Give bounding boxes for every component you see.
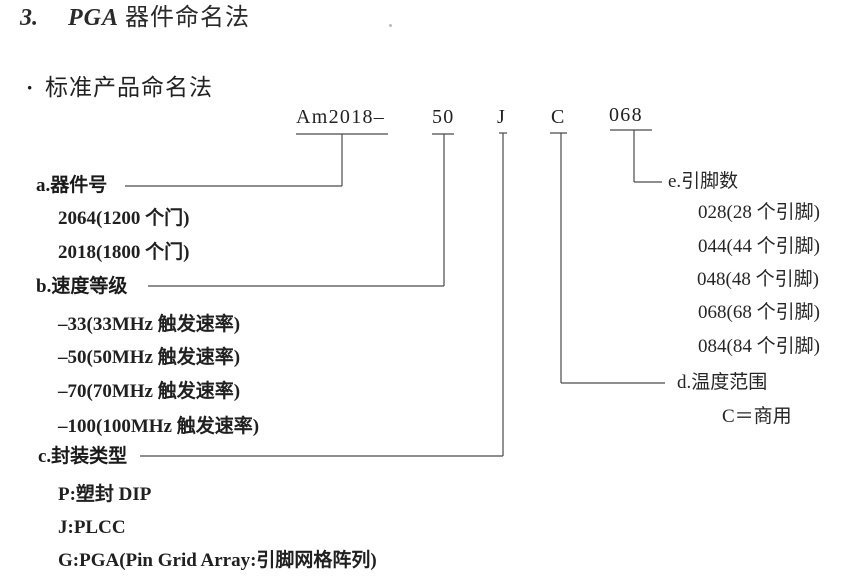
list-item: –100(100MHz 触发速率) <box>58 416 260 437</box>
list-item: G:PGA(Pin Grid Array:引脚网格阵列) <box>58 550 377 571</box>
bullet-icon: · <box>26 75 34 100</box>
segment-temperature: C <box>551 106 566 128</box>
list-item: 048(48 个引脚) <box>697 269 819 290</box>
scan-speck <box>389 24 392 27</box>
list-item: 044(44 个引脚) <box>698 236 820 257</box>
field-label-speed: b.速度等级 <box>36 276 128 297</box>
field-label-device: a.器件号 <box>36 175 108 196</box>
section-title-latin: PGA <box>68 5 119 31</box>
segment-speed: 50 <box>432 106 455 128</box>
segment-pins: 068 <box>609 104 643 126</box>
section-title-text: 器件命名法 <box>125 5 250 31</box>
list-item: J:PLCC <box>58 517 126 538</box>
list-item: –33(33MHz 触发速率) <box>58 314 241 335</box>
field-label-package: c.封装类型 <box>38 446 128 467</box>
list-item: 068(68 个引脚) <box>698 302 820 323</box>
segment-device: Am2018– <box>296 106 386 128</box>
list-item: –50(50MHz 触发速率) <box>58 347 241 368</box>
list-item: 2064(1200 个门) <box>58 208 190 229</box>
section-number: 3. <box>20 5 38 31</box>
list-item: –70(70MHz 触发速率) <box>58 381 241 402</box>
list-item: 084(84 个引脚) <box>698 336 820 357</box>
segment-package: J <box>497 106 507 128</box>
subsection-title: 标准产品命名法 <box>45 75 213 100</box>
list-item: C＝商用 <box>722 406 792 427</box>
field-label-pins: e.引脚数 <box>668 171 739 192</box>
list-item: P:塑封 DIP <box>58 484 152 505</box>
list-item: 2018(1800 个门) <box>58 242 190 263</box>
field-label-temperature: d.温度范围 <box>677 372 768 393</box>
list-item: 028(28 个引脚) <box>698 202 820 223</box>
